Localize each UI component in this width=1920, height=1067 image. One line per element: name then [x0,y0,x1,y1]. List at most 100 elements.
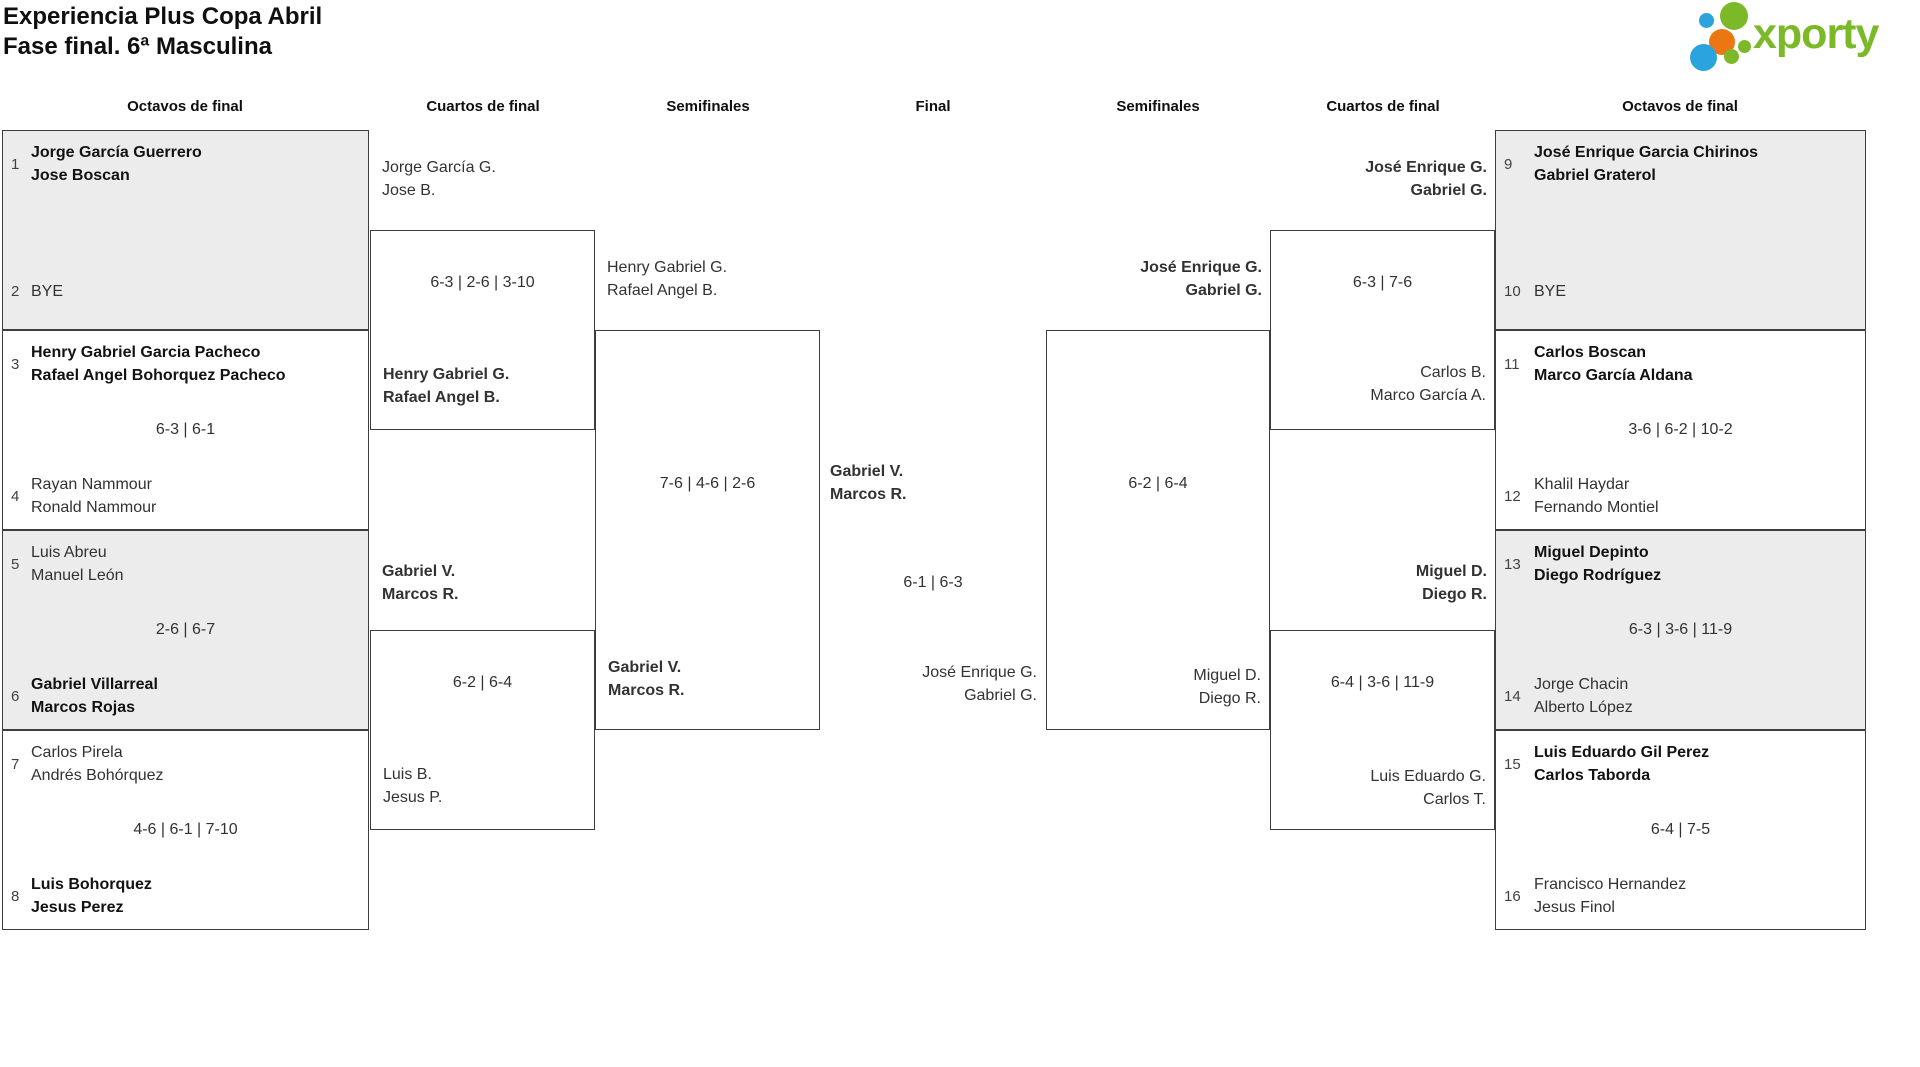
qf-left-2-top-team-label: Gabriel V. Marcos R. [382,560,458,606]
logo-dot-blue-large [1690,44,1717,71]
match-score: 6-2 | 6-4 [452,674,513,691]
team-names: Henry Gabriel Garcia Pacheco Rafael Ange… [31,341,286,387]
team-row-seed-3: 3 Henry Gabriel Garcia Pacheco Rafael An… [11,341,362,387]
team-name: Marcos R. [830,486,907,503]
match-score: 6-2 | 6-4 [1128,475,1188,492]
team-names: Carlos Boscan Marco García Aldana [1534,341,1693,387]
team-row-seed-14: 14 Jorge Chacin Alberto López [1504,673,1859,719]
round-header-cuartos-left: Cuartos de final [426,98,540,115]
team-name: Marco García Aldana [1534,367,1693,384]
match-score: 7-6 | 4-6 | 2-6 [659,475,756,492]
logo-dot-green-small [1724,49,1739,64]
team-names: Jorge Chacin Alberto López [1534,673,1633,719]
match-box-5-6[interactable]: 5 Luis Abreu Manuel León 2-6 | 6-7 6 Gab… [2,530,369,730]
team-name: Gabriel V. [830,463,904,480]
match-score: 6-4 | 3-6 | 11-9 [1330,674,1435,691]
qf-right-1-box[interactable]: 6-3 | 7-6 Carlos B. Marco García A. [1270,230,1495,430]
qf-right-1-loser-label: Carlos B. Marco García A. [1370,361,1486,407]
team-names: Miguel Depinto Diego Rodríguez [1534,541,1661,587]
seed-number: 5 [11,555,20,573]
match-box-13-14[interactable]: 13 Miguel Depinto Diego Rodríguez 6-3 | … [1495,530,1866,730]
round-header-octavos-left: Octavos de final [127,98,243,115]
team-name: Fernando Montiel [1534,499,1659,516]
seed-number: 9 [1504,155,1513,173]
team-name: Rayan Nammour [31,476,152,493]
logo-wordmark: xporty [1753,10,1879,58]
team-row-seed-2: 2 BYE [11,280,362,303]
round-header-octavos-right: Octavos de final [1622,98,1738,115]
match-score: 6-4 | 7-5 [1650,821,1711,838]
team-names: Carlos Pirela Andrés Bohórquez [31,741,164,787]
qf-left-1-winner-label: Henry Gabriel G. Rafael Angel B. [383,363,509,409]
match-box-1-2[interactable]: 1 Jorge García Guerrero Jose Boscan 2 BY… [2,130,369,330]
team-name: Diego R. [1198,690,1261,707]
team-name: José Enrique G. [922,664,1037,681]
seed-number: 2 [11,283,20,300]
team-name: José Enrique G. [1140,259,1262,276]
team-name: José Enrique Garcia Chirinos [1534,144,1759,161]
sf-left-box[interactable]: 7-6 | 4-6 | 2-6 Gabriel V. Marcos R. [595,330,820,730]
team-name: Rafael Angel Bohorquez Pacheco [31,367,286,384]
match-box-7-8[interactable]: 7 Carlos Pirela Andrés Bohórquez 4-6 | 6… [2,730,369,930]
team-name: Francisco Hernandez [1534,876,1687,893]
team-names: Jorge García Guerrero Jose Boscan [31,141,202,187]
match-box-15-16[interactable]: 15 Luis Eduardo Gil Perez Carlos Taborda… [1495,730,1866,930]
team-name: Gabriel Graterol [1534,167,1656,184]
team-row-seed-13: 13 Miguel Depinto Diego Rodríguez [1504,541,1859,587]
seed-number: 6 [11,687,20,705]
match-score: 6-3 | 7-6 [1352,274,1413,291]
round-header-semis-right: Semifinales [1116,98,1200,115]
sf-right-box[interactable]: 6-2 | 6-4 Miguel D. Diego R. [1046,330,1270,730]
seed-number: 8 [11,887,20,905]
team-row-seed-4: 4 Rayan Nammour Ronald Nammour [11,473,362,519]
team-name: Jorge García Guerrero [31,144,202,161]
team-row-seed-8: 8 Luis Bohorquez Jesus Perez [11,873,362,919]
team-name: Gabriel G. [964,687,1037,704]
team-names: José Enrique Garcia Chirinos Gabriel Gra… [1534,141,1758,187]
tournament-phase: Fase final. 6ª Masculina [3,33,272,60]
match-score: 4-6 | 6-1 | 7-10 [133,821,238,838]
team-name: BYE [1534,283,1567,300]
team-name: Marcos R. [608,682,685,699]
team-name: Luis Abreu [31,544,107,561]
qf-left-1-box[interactable]: 6-3 | 2-6 | 3-10 Henry Gabriel G. Rafael… [370,230,595,430]
page-title: Experiencia Plus Copa Abril Fase final. … [3,2,322,62]
team-name: BYE [31,283,64,300]
logo-dot-blue-small [1699,13,1714,28]
match-box-3-4[interactable]: 3 Henry Gabriel Garcia Pacheco Rafael An… [2,330,369,530]
match-box-11-12[interactable]: 11 Carlos Boscan Marco García Aldana 3-6… [1495,330,1866,530]
team-name: Gabriel Villarreal [31,676,158,693]
final-score: 6-1 | 6-3 [903,574,963,591]
team-name: Carlos T. [1423,791,1486,808]
seed-number: 13 [1504,555,1521,573]
sf-right-top-team-label: José Enrique G. Gabriel G. [1140,256,1262,302]
team-name: Luis B. [383,766,432,783]
match-score: 2-6 | 6-7 [155,621,216,638]
qf-left-2-box[interactable]: 6-2 | 6-4 Luis B. Jesus P. [370,630,595,830]
team-names: Khalil Haydar Fernando Montiel [1534,473,1659,519]
team-name: Henry Gabriel Garcia Pacheco [31,344,261,361]
logo-dot-green-large [1720,2,1748,30]
team-row-seed-9: 9 José Enrique Garcia Chirinos Gabriel G… [1504,141,1859,187]
team-row-seed-15: 15 Luis Eduardo Gil Perez Carlos Taborda [1504,741,1859,787]
team-name: Carlos Taborda [1534,767,1651,784]
team-name: Gabriel G. [1410,182,1487,199]
logo-dot-green-tiny [1738,40,1751,53]
qf-right-2-box[interactable]: 6-4 | 3-6 | 11-9 Luis Eduardo G. Carlos … [1270,630,1495,830]
team-name: Henry Gabriel G. [607,259,728,276]
match-score: 6-3 | 2-6 | 3-10 [430,274,535,291]
team-name: Alberto López [1534,699,1633,716]
team-row-seed-16: 16 Francisco Hernandez Jesus Finol [1504,873,1859,919]
team-name: Diego Rodríguez [1534,567,1662,584]
team-name: Luis Eduardo G. [1370,768,1486,785]
match-box-9-10[interactable]: 9 José Enrique Garcia Chirinos Gabriel G… [1495,130,1866,330]
team-names: Gabriel Villarreal Marcos Rojas [31,673,158,719]
team-name: Jesus P. [383,789,443,806]
seed-number: 3 [11,355,20,373]
team-names: BYE [31,280,63,303]
sf-right-loser-label: Miguel D. Diego R. [1193,664,1261,710]
round-header-cuartos-right: Cuartos de final [1326,98,1440,115]
qf-right-2-top-team-label: Miguel D. Diego R. [1416,560,1487,606]
team-row-seed-6: 6 Gabriel Villarreal Marcos Rojas [11,673,362,719]
